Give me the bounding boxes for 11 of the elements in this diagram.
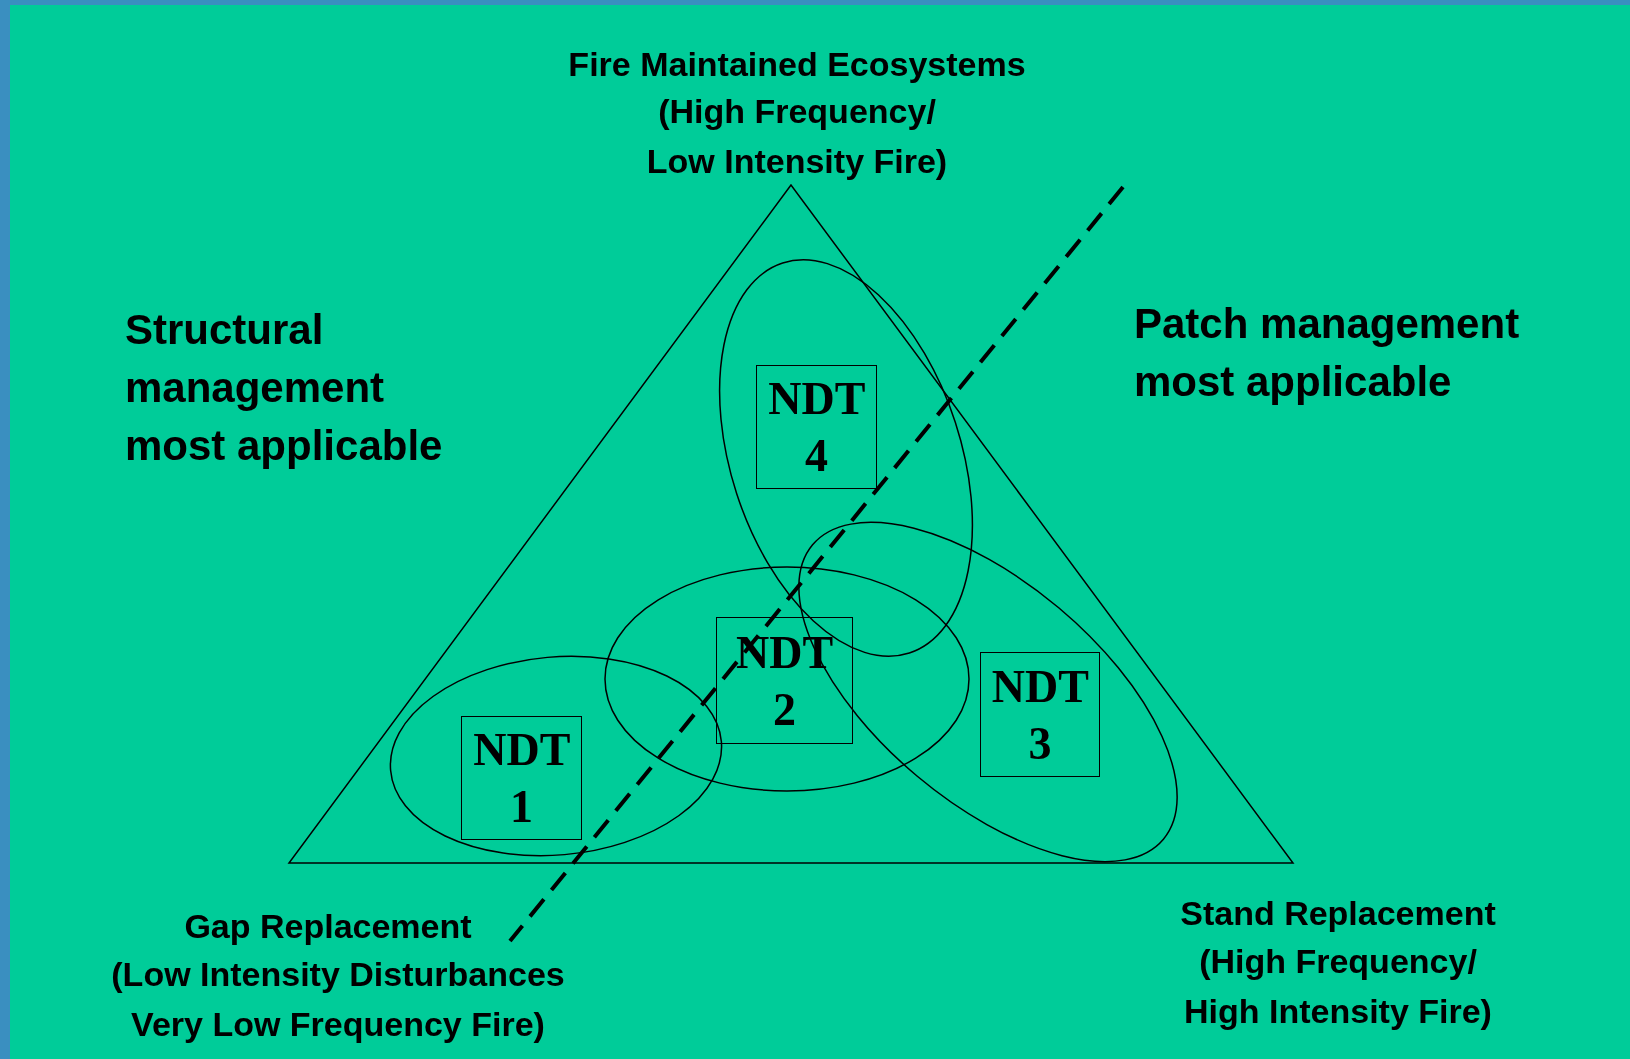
region-label: Structural management most applicable	[125, 305, 444, 471]
heading-label: Stand Replacement	[1179, 893, 1497, 934]
subheading-label: (High Frequency/ High Intensity Fire)	[1183, 941, 1493, 1032]
region-label: Patch management most applicable	[1134, 299, 1521, 407]
heading-label: Fire Maintained Ecosystems	[567, 44, 1027, 85]
label-box: NDT 1	[461, 716, 582, 840]
heading-label: Gap Replacement	[183, 906, 473, 947]
label-box: NDT 3	[980, 652, 1100, 777]
label-box: NDT 4	[756, 365, 877, 489]
subheading-label: (Low Intensity Disturbances Very Low Frequency Fire)	[110, 954, 566, 1045]
subheading-label: (High Frequency/ Low Intensity Fire)	[645, 91, 949, 182]
